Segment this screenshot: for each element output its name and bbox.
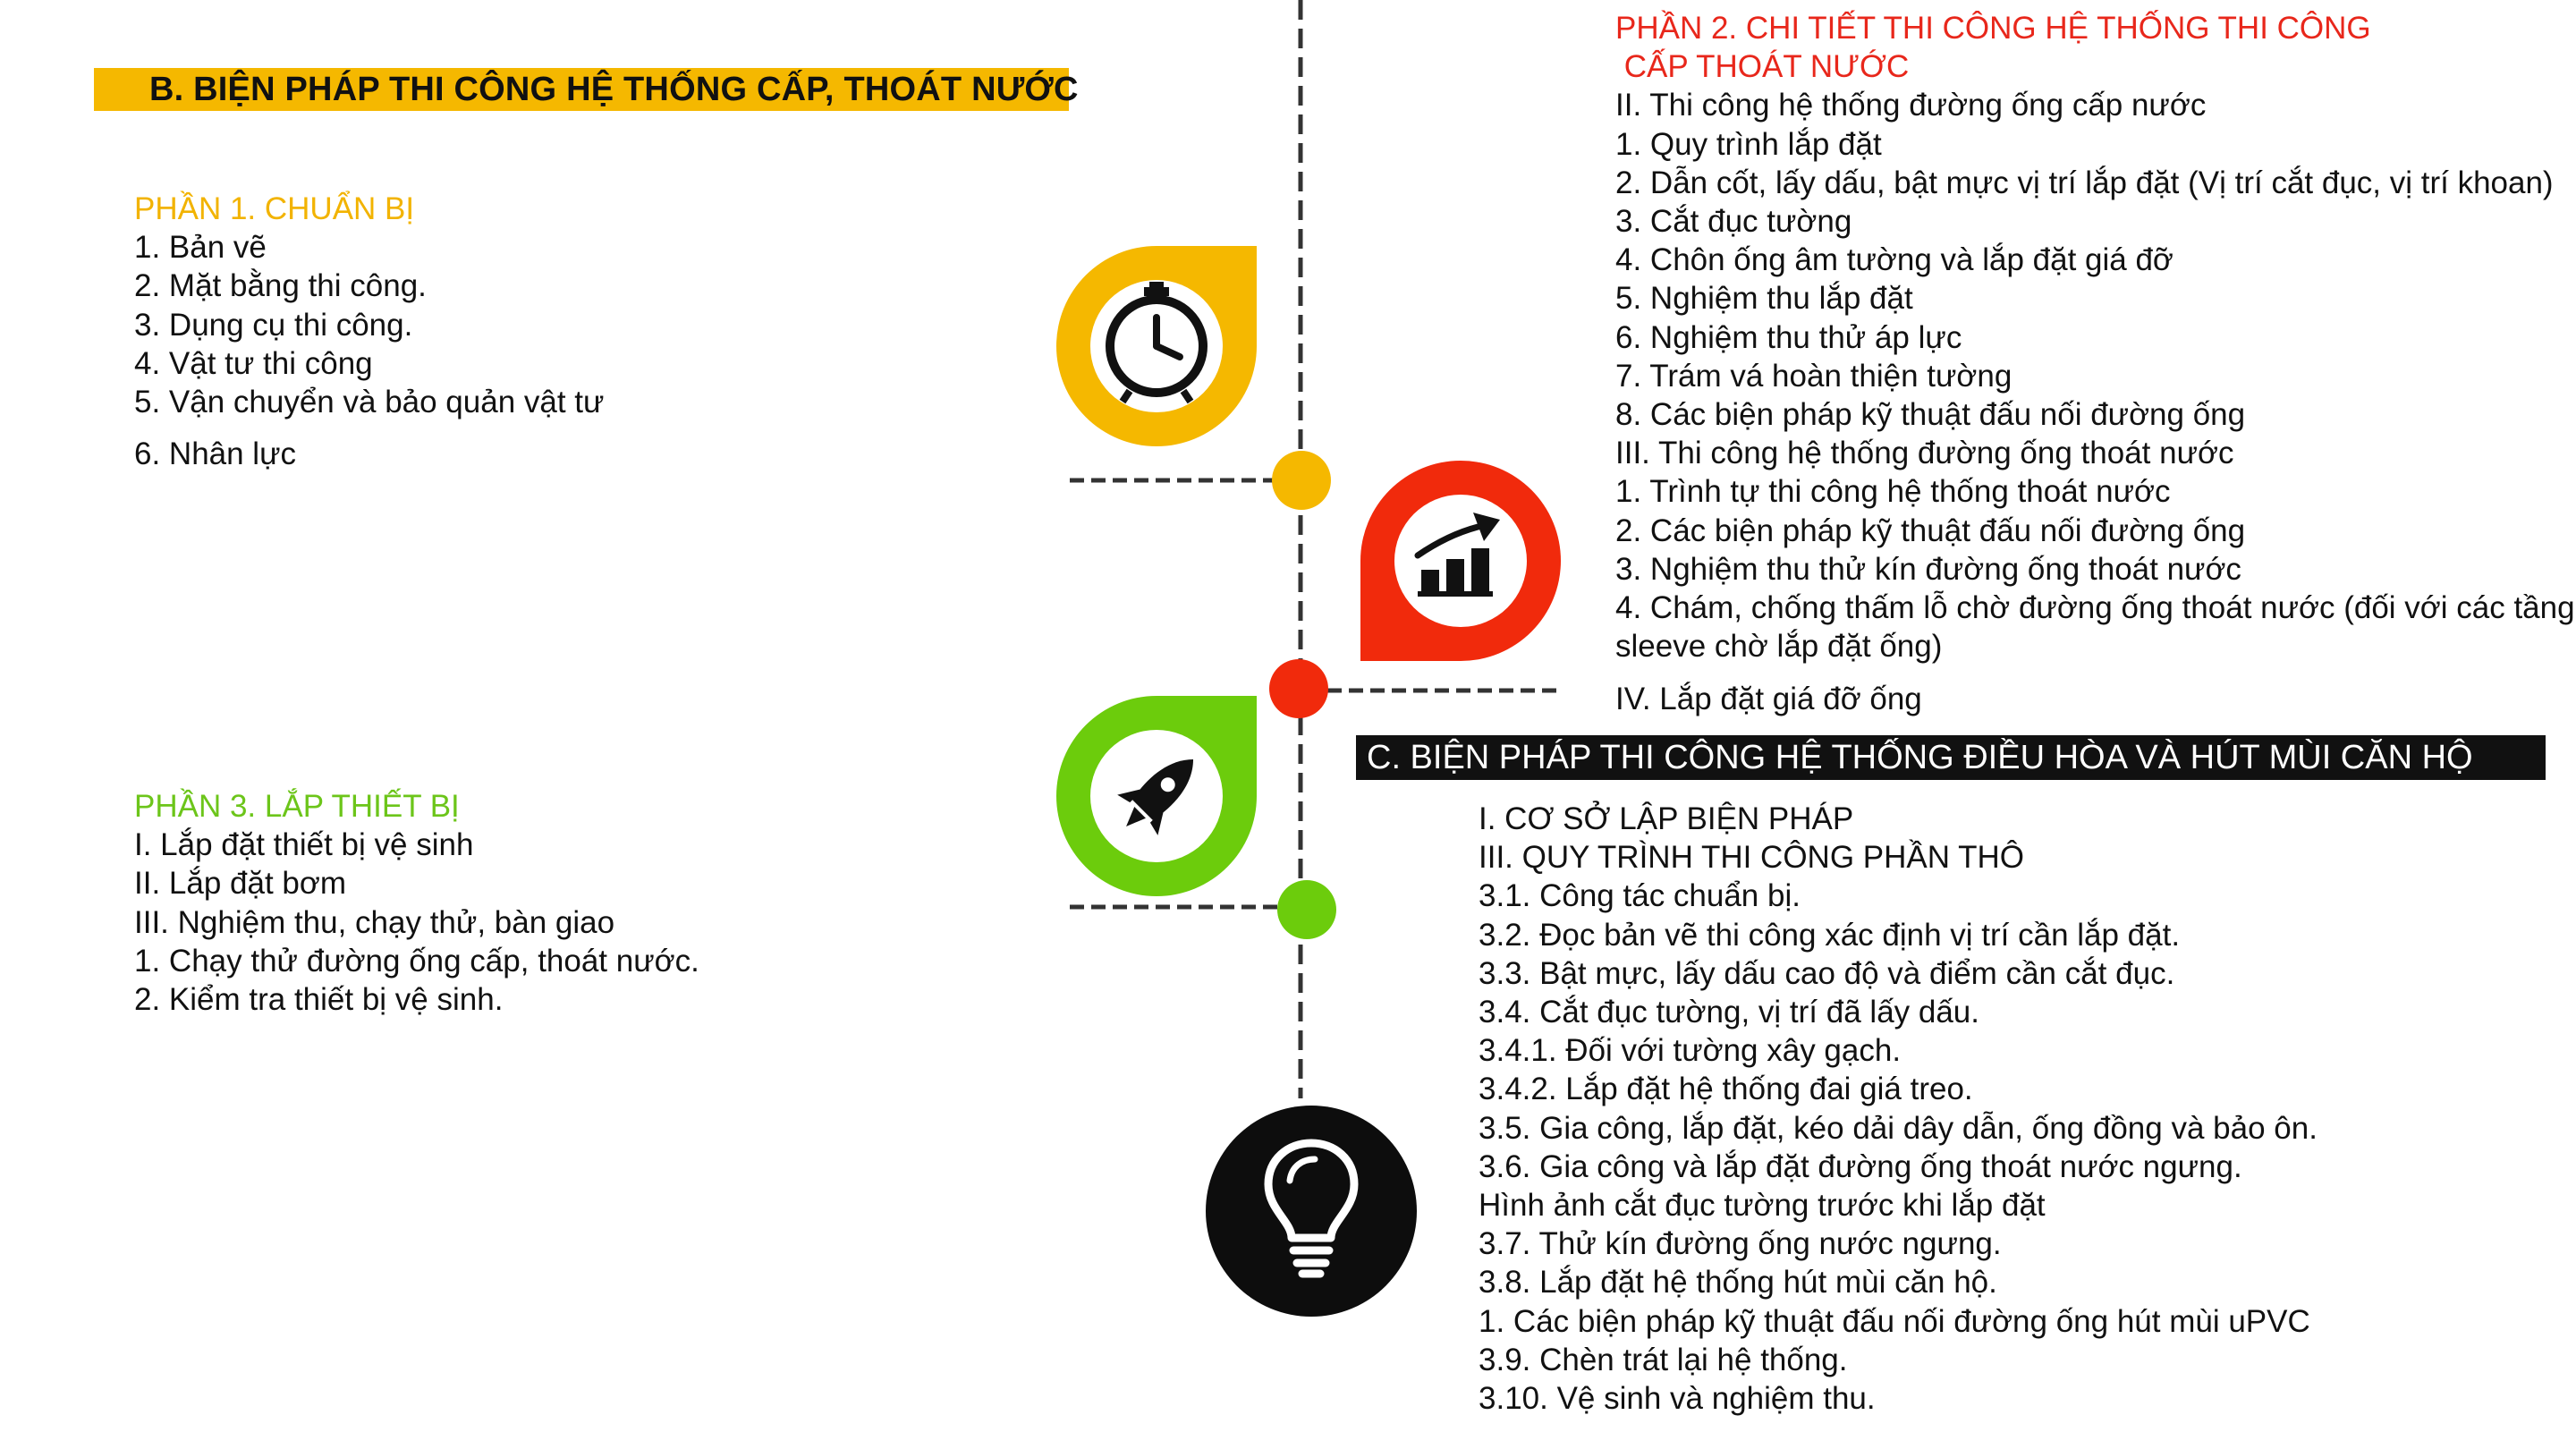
list-item: 7. Trám vá hoàn thiện tường: [1615, 358, 2012, 394]
list-item: 3.2. Đọc bản vẽ thi công xác định vị trí…: [1479, 917, 2181, 953]
list-item: 3. Dụng cụ thi công.: [134, 307, 413, 343]
list-item: 1. Chạy thử đường ống cấp, thoát nước.: [134, 943, 699, 979]
clock-icon: [1106, 282, 1208, 404]
timeline-dot-red: [1269, 659, 1328, 718]
rocket-pin: [1056, 696, 1257, 896]
list-item: III. Thi công hệ thống đường ống thoát n…: [1615, 436, 2234, 471]
list-item: 3. Nghiệm thu thử kín đường ống thoát nư…: [1615, 551, 2241, 587]
list-item: 3.6. Gia công và lắp đặt đường ống thoát…: [1479, 1148, 2242, 1184]
clock-pin: [1056, 246, 1257, 446]
list-item: 3.3. Bật mực, lấy dấu cao độ và điểm cần…: [1479, 955, 2175, 991]
timeline-dot-green: [1277, 880, 1336, 939]
list-item: 2. Mặt bằng thi công.: [134, 268, 427, 304]
list-item: 1. Bản vẽ: [134, 230, 267, 266]
list-item: 5. Nghiệm thu lắp đặt: [1615, 281, 1913, 317]
list-item: 1. Các biện pháp kỹ thuật đấu nối đường …: [1479, 1303, 2310, 1339]
list-item: 3.5. Gia công, lắp đặt, kéo dải dây dẫn,…: [1479, 1110, 2318, 1146]
list-item: 3.9. Chèn trát lại hệ thống.: [1479, 1342, 1848, 1377]
list-item: II. Thi công hệ thống đường ống cấp nước: [1615, 88, 2207, 123]
section-c-block: I. CƠ SỞ LẬP BIỆN PHÁP III. QUY TRÌNH TH…: [1479, 800, 2318, 1418]
list-item: I. CƠ SỞ LẬP BIỆN PHÁP: [1479, 801, 1854, 836]
growth-chart-icon: [1414, 513, 1500, 597]
list-item: Hình ảnh cắt đục tường trước khi lắp đặt: [1479, 1188, 2046, 1224]
part1-block: PHẦN 1. CHUẨN BỊ 1. Bản vẽ 2. Mặt bằng t…: [134, 190, 604, 473]
part3-heading: PHẦN 3. LẮP THIẾT BỊ: [134, 789, 460, 824]
section-c-title: C. BIỆN PHÁP THI CÔNG HỆ THỐNG ĐIỀU HÒA …: [1367, 739, 2473, 776]
list-item: 5. Vận chuyển và bảo quản vật tư: [134, 385, 605, 420]
lightbulb-icon: [1264, 1139, 1359, 1278]
part2-block: PHẦN 2. CHI TIẾT THI CÔNG HỆ THỐNG THI C…: [1615, 9, 2575, 719]
list-item: III. QUY TRÌNH THI CÔNG PHẦN THÔ: [1479, 840, 2024, 876]
list-item: III. Nghiệm thu, chạy thử, bàn giao: [134, 904, 615, 940]
list-item: 3. Cắt đục tường: [1615, 204, 1852, 240]
timeline-dot-yellow: [1272, 451, 1331, 510]
list-item: 2. Dẫn cốt, lấy dấu, bật mực vị trí lắp …: [1615, 165, 2554, 200]
list-item: 3.4.2. Lắp đặt hệ thống đai giá treo.: [1479, 1072, 1973, 1107]
list-item: 3.4.1. Đối với tường xây gạch.: [1479, 1033, 1902, 1069]
list-item: 1. Trình tự thi công hệ thống thoát nước: [1615, 474, 2171, 510]
list-item: 6. Nhân lực: [134, 436, 297, 472]
part2-heading-line2: CẤP THOÁT NƯỚC: [1615, 49, 1910, 85]
chart-pin: [1360, 461, 1561, 661]
list-item: 8. Các biện pháp kỹ thuật đấu nối đường …: [1615, 397, 2246, 433]
section-b-banner: B. BIỆN PHÁP THI CÔNG HỆ THỐNG CẤP, THOÁ…: [94, 68, 1079, 111]
list-item: IV. Lắp đặt giá đỡ ống: [1615, 682, 1922, 717]
part2-heading-line1: PHẦN 2. CHI TIẾT THI CÔNG HỆ THỐNG THI C…: [1615, 11, 2371, 46]
list-item: sleeve chờ lắp đặt ống): [1615, 629, 1943, 665]
list-item: 3.1. Công tác chuẩn bị.: [1479, 878, 1801, 914]
list-item: 2. Kiểm tra thiết bị vệ sinh.: [134, 982, 504, 1018]
list-item: I. Lắp đặt thiết bị vệ sinh: [134, 827, 474, 863]
list-item: 6. Nghiệm thu thử áp lực: [1615, 319, 1962, 355]
list-item: 3.8. Lắp đặt hệ thống hút mùi căn hộ.: [1479, 1265, 1997, 1301]
list-item: 3.4. Cắt đục tường, vị trí đã lấy dấu.: [1479, 995, 1979, 1030]
section-b-title: B. BIỆN PHÁP THI CÔNG HỆ THỐNG CẤP, THOÁ…: [149, 71, 1079, 108]
rocket-icon: [1117, 758, 1194, 835]
list-item: 4. Chám, chống thấm lỗ chờ đường ống tho…: [1615, 590, 2575, 626]
list-item: II. Lắp đặt bơm: [134, 866, 346, 902]
section-c-banner: C. BIỆN PHÁP THI CÔNG HỆ THỐNG ĐIỀU HÒA …: [1356, 735, 2546, 780]
part3-block: PHẦN 3. LẮP THIẾT BỊ I. Lắp đặt thiết bị…: [134, 787, 699, 1019]
list-item: 2. Các biện pháp kỹ thuật đấu nối đường …: [1615, 513, 2246, 548]
list-item: 1. Quy trình lắp đặt: [1615, 126, 1882, 162]
list-item: 3.10. Vệ sinh và nghiệm thu.: [1479, 1381, 1876, 1417]
list-item: 4. Chôn ống âm tường và lắp đặt giá đỡ: [1615, 242, 2174, 278]
part1-heading: PHẦN 1. CHUẨN BỊ: [134, 191, 415, 226]
lightbulb-pin: [1206, 1106, 1417, 1317]
list-item: 3.7. Thử kín đường ống nước ngưng.: [1479, 1226, 2002, 1262]
list-item: 4. Vật tư thi công: [134, 345, 373, 381]
